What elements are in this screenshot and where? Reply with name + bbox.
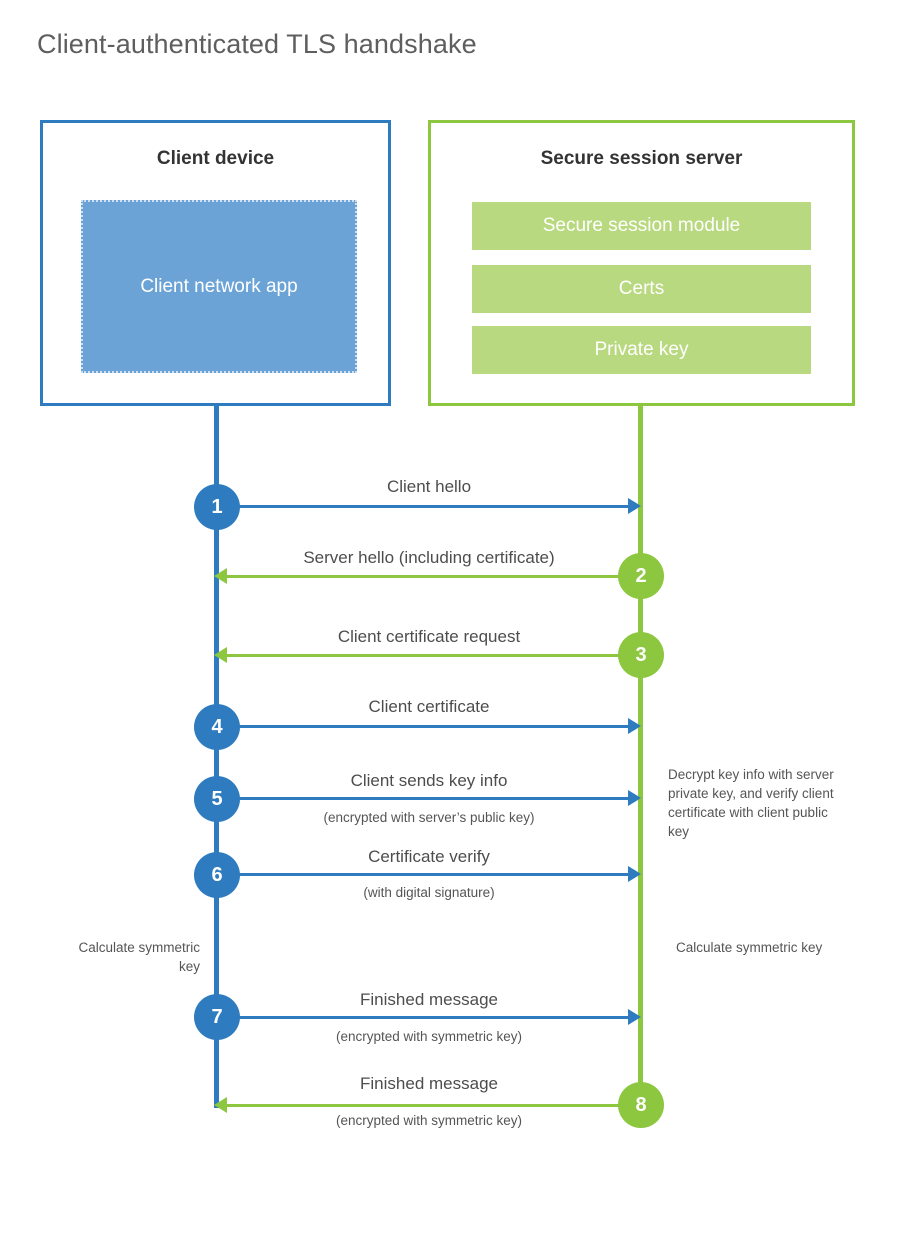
secure-session-server-panel: Secure session server Secure session mod… [428, 120, 855, 406]
server-component-secure-session-module: Secure session module [472, 202, 811, 250]
step-4-label: Client certificate [368, 697, 490, 716]
client-device-title: Client device [156, 148, 275, 169]
step-3-arrow-head-icon [214, 647, 227, 663]
step-7-label: Finished message [360, 990, 498, 1009]
step-7-arrow-head-icon [628, 1009, 641, 1025]
secure-session-server-title: Secure session server [540, 148, 743, 169]
step-6-arrow-line [217, 873, 628, 876]
client-device-panel: Client device Client network app [40, 120, 391, 406]
step-2-label: Server hello (including certificate) [303, 548, 555, 567]
step-2-arrow-line [227, 575, 641, 578]
step-7-arrow-line [217, 1016, 628, 1019]
step-3-label: Client certificate request [337, 627, 521, 646]
step-1-arrow-line [217, 505, 628, 508]
step-5-arrow-head-icon [628, 790, 641, 806]
server-component-private-key: Private key [472, 326, 811, 374]
step-8-arrow-line [227, 1104, 641, 1107]
client-lifeline [214, 403, 219, 1108]
step-5-label: Client sends key info [350, 771, 508, 790]
server-lifeline [638, 403, 643, 1108]
step-1-badge[interactable]: 1 [194, 484, 240, 530]
step-2-arrow-head-icon [214, 568, 227, 584]
step-5-arrow-line [217, 797, 628, 800]
client-network-app-box: Client network app [81, 200, 357, 373]
step-3-arrow-line [227, 654, 641, 657]
step-8-badge[interactable]: 8 [618, 1082, 664, 1128]
server-component-certs: Certs [472, 265, 811, 313]
step-4-arrow-line [217, 725, 628, 728]
step-1-arrow-head-icon [628, 498, 641, 514]
server-calculate-key-note: Calculate symmetric key [676, 940, 823, 955]
step-7-sublabel: (encrypted with symmetric key) [335, 1029, 523, 1044]
step-7-badge[interactable]: 7 [194, 994, 240, 1040]
step-8-sublabel: (encrypted with symmetric key) [335, 1113, 523, 1128]
step-6-sublabel: (with digital signature) [363, 885, 495, 900]
step-6-arrow-head-icon [628, 866, 641, 882]
step-4-badge[interactable]: 4 [194, 704, 240, 750]
step-6-badge[interactable]: 6 [194, 852, 240, 898]
step-5-sublabel: (encrypted with server’s public key) [323, 810, 535, 825]
client-calculate-key-note: Calculate symmetric key [78, 940, 200, 975]
step-5-badge[interactable]: 5 [194, 776, 240, 822]
step-1-label: Client hello [386, 477, 472, 496]
step-8-label: Finished message [360, 1074, 498, 1093]
step-2-badge[interactable]: 2 [618, 553, 664, 599]
step-6-label: Certificate verify [368, 847, 490, 866]
step-3-badge[interactable]: 3 [618, 632, 664, 678]
page-title: Client-authenticated TLS handshake [37, 29, 477, 59]
step-8-arrow-head-icon [214, 1097, 227, 1113]
server-decrypt-note: Decrypt key info with server private key… [668, 767, 834, 840]
step-4-arrow-head-icon [628, 718, 641, 734]
